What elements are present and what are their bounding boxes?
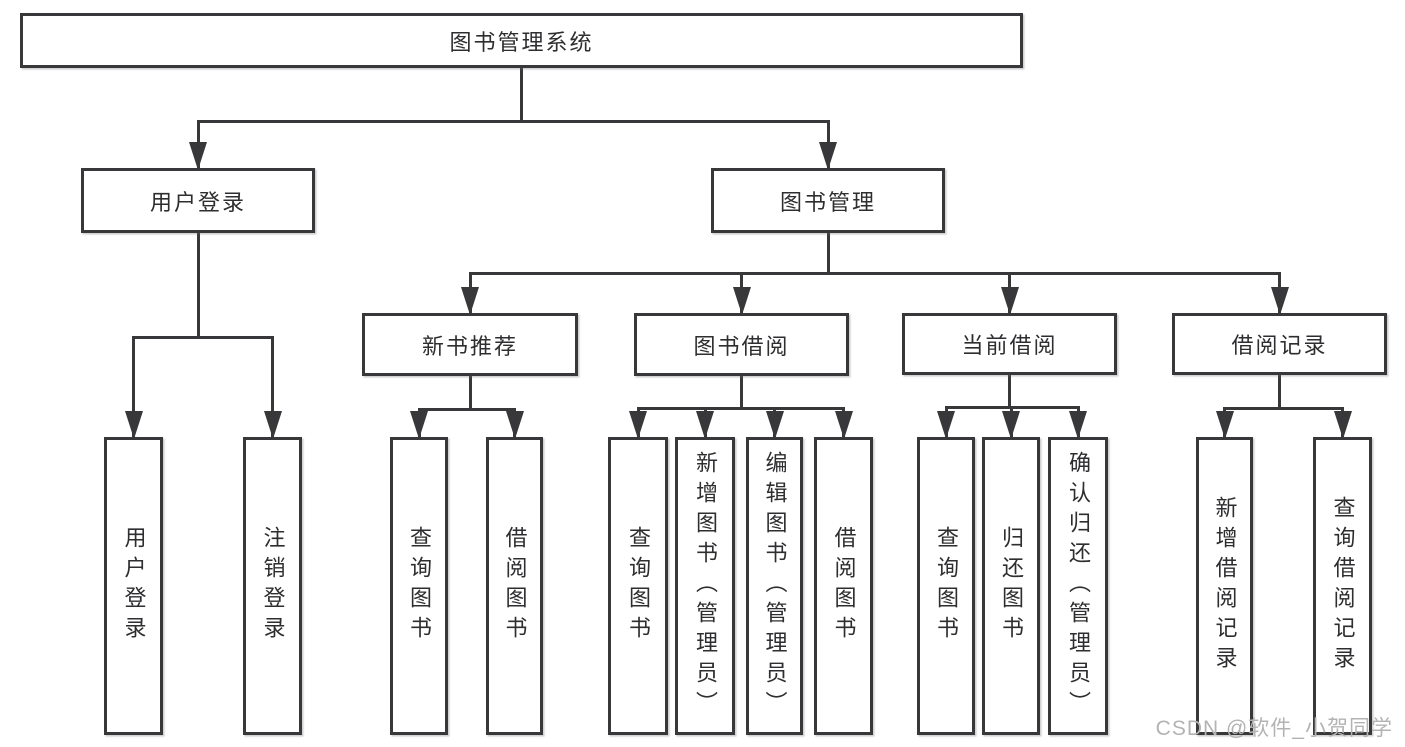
- arrow-down-icon: [189, 142, 207, 170]
- node-label-nb-query: 查询图书: [407, 526, 432, 646]
- arrow-down-icon: [1215, 411, 1234, 439]
- connector-line: [468, 374, 472, 408]
- arrow-down-icon: [696, 411, 714, 439]
- node-box-nb-borrow: 借阅图书: [486, 437, 543, 735]
- connector-line: [468, 272, 1281, 275]
- node-label-bw-add: 新增图书（管理员）: [693, 451, 718, 721]
- connector-line: [196, 231, 200, 336]
- node-box-rec-query: 查询借阅记录: [1313, 437, 1372, 735]
- node-box-cur-confirm: 确认归还（管理员）: [1048, 437, 1108, 735]
- node-box-cur-query: 查询图书: [917, 437, 975, 735]
- node-label-login: 用户登录: [149, 189, 246, 215]
- arrow-down-icon: [1002, 411, 1020, 439]
- node-box-nb-query: 查询图书: [390, 437, 448, 735]
- node-box-root: 图书管理系统: [20, 13, 1023, 68]
- node-box-current: 当前借阅: [902, 313, 1117, 375]
- node-box-bw-query: 查询图书: [608, 437, 668, 735]
- node-box-rec-add: 新增借阅记录: [1196, 437, 1253, 735]
- arrow-down-icon: [819, 142, 837, 170]
- arrow-down-icon: [1069, 411, 1087, 439]
- node-label-newbook: 新书推荐: [421, 333, 518, 359]
- node-box-bw-add: 新增图书（管理员）: [675, 437, 735, 735]
- node-label-bw-query: 查询图书: [626, 526, 651, 646]
- node-box-borrow: 图书借阅: [634, 313, 849, 376]
- node-label-records: 借阅记录: [1231, 333, 1328, 358]
- node-box-user-login: 用户登录: [104, 437, 163, 735]
- node-label-logout: 注销登录: [260, 526, 286, 646]
- node-label-cur-confirm: 确认归还（管理员）: [1066, 451, 1091, 721]
- arrow-down-icon: [461, 287, 479, 315]
- node-label-bw-edit: 编辑图书（管理员）: [762, 451, 788, 721]
- node-label-borrow: 图书借阅: [693, 333, 790, 359]
- node-label-cur-query: 查询图书: [934, 526, 959, 646]
- connector-line: [196, 120, 830, 123]
- node-label-bw-borrow: 借阅图书: [831, 526, 857, 646]
- arrow-down-icon: [1333, 411, 1352, 439]
- node-label-rec-add: 新增借阅记录: [1212, 496, 1238, 676]
- node-box-bw-borrow: 借阅图书: [814, 437, 873, 735]
- node-box-login: 用户登录: [81, 168, 315, 233]
- connector-line: [1278, 373, 1281, 407]
- node-label-nb-borrow: 借阅图书: [502, 526, 528, 646]
- node-label-current: 当前借阅: [961, 333, 1058, 358]
- connector-line: [1223, 407, 1344, 410]
- node-label-mgmt: 图书管理: [779, 189, 876, 215]
- csdn-watermark: CSDN @软件_小贺同学: [1155, 717, 1393, 740]
- arrow-down-icon: [732, 287, 751, 315]
- node-label-root: 图书管理系统: [449, 29, 594, 55]
- node-label-cur-return: 归还图书: [999, 526, 1024, 646]
- connector-line: [271, 336, 274, 437]
- connector-line: [132, 336, 135, 437]
- arrow-down-icon: [937, 411, 955, 439]
- arrow-down-icon: [1000, 287, 1019, 315]
- arrow-down-icon: [1270, 287, 1289, 315]
- arrow-down-icon: [834, 411, 853, 439]
- node-label-user-login: 用户登录: [121, 526, 147, 646]
- node-box-cur-return: 归还图书: [982, 437, 1040, 735]
- connector-line: [1008, 373, 1011, 406]
- arrow-down-icon: [263, 411, 282, 439]
- connector-line: [636, 407, 845, 410]
- arrow-down-icon: [629, 411, 647, 439]
- node-box-mgmt: 图书管理: [711, 168, 945, 233]
- node-box-records: 借阅记录: [1172, 313, 1387, 375]
- arrow-down-icon: [410, 411, 428, 439]
- node-box-logout: 注销登录: [243, 437, 302, 735]
- node-label-rec-query: 查询借阅记录: [1330, 496, 1356, 676]
- arrow-down-icon: [765, 411, 784, 439]
- node-box-newbook: 新书推荐: [362, 313, 578, 376]
- connector-line: [826, 231, 830, 272]
- connector-line: [520, 66, 523, 120]
- connector-line: [740, 374, 743, 407]
- arrow-down-icon: [505, 411, 524, 439]
- node-box-bw-edit: 编辑图书（管理员）: [746, 437, 803, 735]
- connector-line: [417, 408, 516, 411]
- connector-line: [132, 336, 274, 339]
- arrow-down-icon: [124, 411, 143, 439]
